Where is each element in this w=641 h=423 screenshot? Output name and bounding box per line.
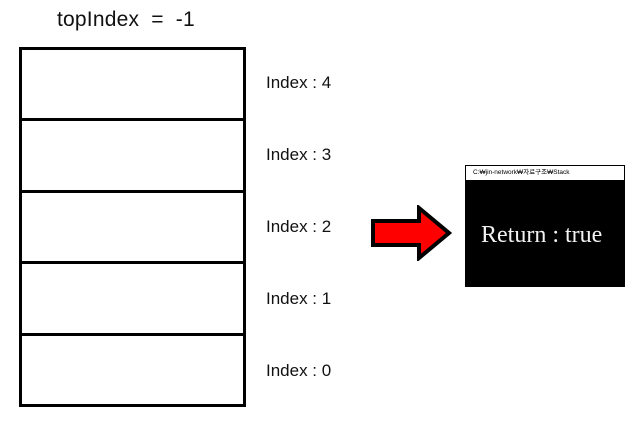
console-titlebar: C:₩jin-network₩자료구조₩Stack: [466, 166, 624, 180]
index-label-2: Index : 2: [266, 217, 332, 236]
stack-cell-1: [22, 264, 243, 336]
console-body: Return : true: [466, 180, 624, 286]
index-label-0: Index : 0: [266, 361, 332, 380]
console-window[interactable]: C:₩jin-network₩자료구조₩Stack Return : true: [465, 165, 625, 287]
stack-cell-2: [22, 192, 243, 265]
index-label-3: Index : 3: [266, 145, 332, 164]
index-label-1: Index : 1: [266, 289, 332, 308]
console-output-line: Return : true: [481, 222, 603, 248]
stack-cell-0: [22, 335, 243, 405]
stack-cell-4: [22, 50, 243, 122]
stack-diagram: [19, 47, 246, 407]
arrow-right-icon: [370, 205, 452, 261]
index-label-4: Index : 4: [266, 73, 332, 92]
top-index-label: topIndex = -1: [57, 8, 195, 31]
stack-cell-3: [22, 121, 243, 193]
index-label-column: Index : 4 Index : 3 Index : 2 Index : 1 …: [266, 47, 376, 407]
